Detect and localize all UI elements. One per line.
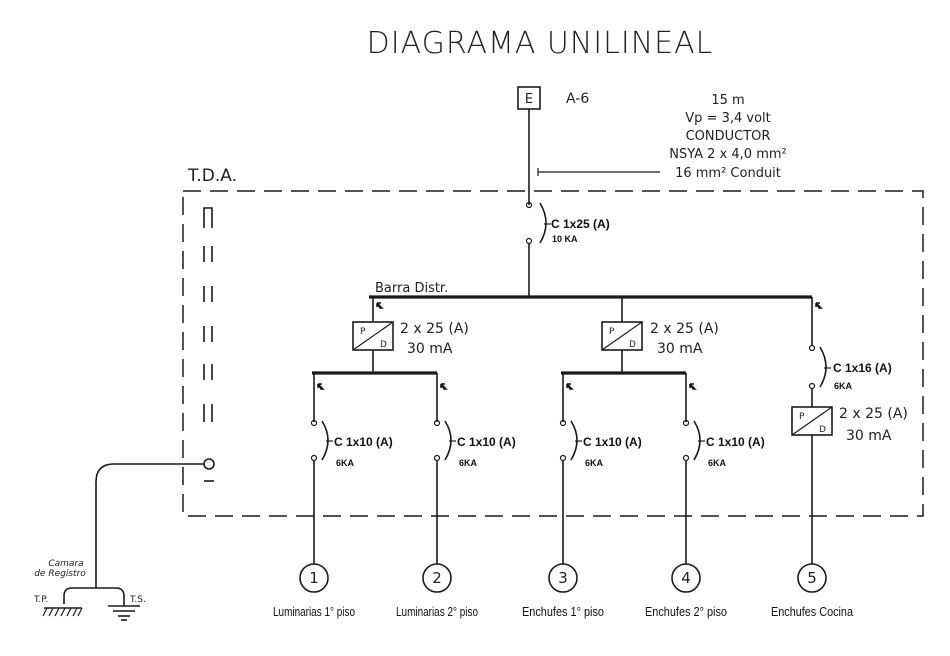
voltage-drop: Vp = 3,4 volt [685,111,770,126]
breaker-arc-icon [444,420,452,461]
chamber-label-1: Camara [48,559,83,569]
ground-terminal [203,458,215,470]
differential-rating: 2 x 25 (A) [400,321,469,337]
breaker-contact [682,419,690,427]
differential-rating: 2 x 25 (A) [839,406,908,422]
breaker-contact [310,454,318,462]
svg-text:D: D [629,340,636,350]
circuit-number: 3 [558,569,568,587]
circuit-description: Luminarias 2° piso [396,604,478,619]
breaker-arc-icon [321,420,329,461]
breaker-rating: C 1x10 (A) [583,435,642,449]
differential-group-1: P D 2 x 25 (A) 30 mA [312,297,469,375]
bus-segment [203,404,213,422]
ground-split [63,587,125,606]
ground-conductor [95,463,204,588]
svg-text:P: P [360,327,366,337]
conductor-type: NSYA 2 x 4,0 mm² [669,147,787,162]
breaker-capacity: 6KA [585,458,604,468]
conduit-spec: 16 mm² Conduit [675,166,781,181]
arrow-icon [815,302,823,309]
main-breaker-rating: C 1x25 (A) [551,217,610,231]
breaker-capacity: 6KA [459,458,478,468]
ground-bus [203,207,215,482]
breaker-rating: C 1x10 (A) [457,435,516,449]
differential-sensitivity: 30 mA [657,341,703,357]
circuit-description: Enchufes Cocina [771,604,854,619]
service-ground-icon [108,605,140,621]
breaker-arc-icon [693,420,701,461]
panel-enclosure [182,190,924,517]
circuit-marker [299,563,329,593]
circuit-marker [548,563,578,593]
circuit-description: Enchufes 1° piso [522,604,604,619]
meter-symbol: E [525,92,533,107]
conductor-label: CONDUCTOR [686,129,771,144]
breaker-arc-icon [570,420,578,461]
arrow-icon [317,383,325,390]
main-breaker: C 1x25 (A) 10 KA [525,201,610,296]
breaker-rating: C 1x16 (A) [833,361,892,375]
bus-segment [203,286,213,302]
svg-text:D: D [819,425,826,435]
circuit-number: 5 [807,569,817,587]
breaker-capacity: 6KA [336,458,355,468]
breaker-capacity: 6KA [708,458,727,468]
differential-sensitivity: 30 mA [407,341,453,357]
bus-segment [203,326,213,342]
circuit-number: 1 [309,569,319,587]
circuit-description: Enchufes 2° piso [645,604,727,619]
circuit-description: Luminarias 1° piso [273,604,355,619]
breaker-contact [433,454,441,462]
circuit-number: 4 [681,569,691,587]
circuit-marker [422,563,452,593]
protection-ground-label: T.P. [33,595,48,605]
differential-group-2: P D 2 x 25 (A) 30 mA [561,297,719,375]
svg-text:P: P [609,327,615,337]
circuit-number: 2 [432,569,442,587]
service-ground-label: T.S. [129,595,146,605]
breaker-arc-icon [819,346,827,388]
bus-segment [203,246,213,262]
breaker-capacity: 6KA [834,381,853,391]
bus-segment [203,364,213,380]
panel-label: T.D.A. [187,166,237,186]
chamber-label-2: de Registro [34,569,86,579]
svg-text:D: D [380,340,387,350]
breaker-contact [559,419,567,427]
feeder-length: 15 m [711,93,744,108]
breaker-arc-icon [539,202,547,244]
breaker-contact [559,454,567,462]
differential-sensitivity: 30 mA [846,428,892,444]
arrow-icon [440,383,448,390]
protection-ground-icon [42,607,83,617]
feeder-specs: 15 m Vp = 3,4 volt CONDUCTOR NSYA 2 x 4,… [537,93,787,181]
circuit-marker [671,563,701,593]
meter: E A-6 [517,86,589,110]
bus-label: Barra Distr. [375,281,448,296]
breaker-contact [682,454,690,462]
circuit-marker [797,563,827,593]
svg-text:P: P [799,412,805,422]
arrow-icon [689,383,697,390]
bus-cap-symbol [203,207,213,228]
circuit-5-feeder: C 1x16 (A) 6KA P D 2 x 25 (A) 30 mA 5 En… [771,297,908,619]
diagram-title: DIAGRAMA UNILINEAL [367,26,714,61]
differential-rating: 2 x 25 (A) [650,321,719,337]
main-breaker-capacity: 10 KA [552,234,578,244]
arrow-icon [376,302,384,309]
arrow-icon [566,383,574,390]
meter-id: A-6 [566,91,589,107]
breaker-contact [310,419,318,427]
breaker-rating: C 1x10 (A) [706,435,765,449]
breaker-contact [433,419,441,427]
breaker-rating: C 1x10 (A) [334,435,393,449]
